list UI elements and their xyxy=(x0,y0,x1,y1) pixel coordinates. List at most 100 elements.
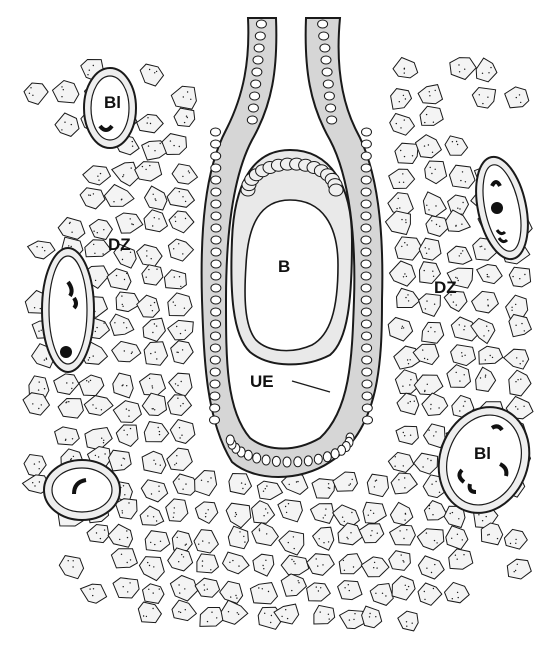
stromal-cell xyxy=(112,162,139,186)
stromal-cell xyxy=(24,455,46,477)
epithelial-nucleus xyxy=(361,284,371,292)
stromal-cell xyxy=(370,584,393,606)
stromal-cell xyxy=(195,578,220,597)
stromal-cell xyxy=(257,481,282,500)
stromal-cell xyxy=(278,500,303,522)
ue-pointer-line xyxy=(292,381,330,392)
stromal-cell xyxy=(450,58,476,80)
stromal-cell xyxy=(168,239,193,261)
stromal-cell xyxy=(162,134,187,155)
stromal-cell xyxy=(195,502,217,524)
stromal-cell xyxy=(55,113,79,136)
stromal-cell xyxy=(108,524,132,547)
epithelial-nucleus xyxy=(253,453,261,463)
epithelial-nucleus xyxy=(210,416,220,424)
epithelial-nucleus xyxy=(211,212,221,220)
stromal-cell xyxy=(390,261,416,286)
stromal-cell xyxy=(414,375,443,395)
stromal-cell xyxy=(144,342,168,365)
uterine-epithelium-label: UE xyxy=(250,373,274,390)
stromal-cell xyxy=(424,501,447,520)
stromal-cell xyxy=(109,450,132,471)
stromal-cell xyxy=(390,502,412,524)
epithelial-nucleus xyxy=(247,116,257,124)
epithelial-nucleus xyxy=(250,92,260,100)
epithelial-nucleus xyxy=(362,344,372,352)
epithelial-nucleus xyxy=(362,404,372,412)
stromal-cell xyxy=(110,314,134,335)
stromal-cell xyxy=(145,186,168,210)
stromal-cell xyxy=(171,341,194,364)
blood-vessel-label-bottom: Bl xyxy=(474,445,491,462)
stromal-cell xyxy=(141,480,167,502)
stromal-cell xyxy=(195,471,217,496)
stromal-cell xyxy=(397,288,420,307)
stromal-cell xyxy=(166,499,188,522)
stromal-cell xyxy=(226,503,251,528)
epithelial-nucleus xyxy=(361,212,371,220)
stromal-cell xyxy=(509,315,532,337)
stromal-cell xyxy=(144,210,168,232)
stromal-cell xyxy=(386,211,411,235)
stromal-cell xyxy=(447,365,471,388)
stromal-cell xyxy=(361,557,389,577)
stromal-cell xyxy=(139,557,164,581)
epithelial-nucleus xyxy=(211,272,221,280)
stromal-cell xyxy=(111,549,137,568)
stromal-cell xyxy=(391,89,412,110)
stromal-cell xyxy=(414,453,438,474)
epithelial-nucleus xyxy=(362,380,372,388)
stromal-cell xyxy=(388,318,412,342)
stromal-cell xyxy=(138,602,161,623)
stromal-cell xyxy=(53,81,79,103)
stromal-cell xyxy=(140,506,164,525)
epithelial-nucleus xyxy=(361,308,371,316)
stromal-cell xyxy=(170,576,197,602)
stromal-cell xyxy=(393,58,418,78)
stromal-cell xyxy=(83,166,111,185)
stromal-cell xyxy=(389,169,415,188)
stromal-cell xyxy=(281,555,309,575)
stromal-cell xyxy=(24,83,48,104)
stromal-cell xyxy=(281,574,306,596)
epithelial-nucleus xyxy=(251,80,261,88)
stromal-cell xyxy=(172,531,192,551)
epithelial-nucleus xyxy=(326,104,336,112)
stromal-cell xyxy=(445,136,468,155)
stromal-cell xyxy=(477,265,503,284)
stromal-cell xyxy=(446,210,471,232)
epithelial-nucleus xyxy=(211,260,221,268)
stromal-cell xyxy=(279,531,304,555)
stromal-cell xyxy=(391,473,417,494)
stromal-cell xyxy=(397,393,419,414)
epithelial-nucleus xyxy=(248,104,258,112)
stromal-cell xyxy=(313,527,334,550)
stromal-cell xyxy=(81,584,107,603)
stromal-cell xyxy=(422,322,444,343)
epithelial-nucleus xyxy=(210,356,220,364)
blood-vessel-left-middle xyxy=(42,248,94,372)
stromal-cell xyxy=(58,399,83,419)
epithelial-nucleus xyxy=(331,449,339,459)
epithelial-nucleus xyxy=(304,456,312,466)
epithelial-nucleus xyxy=(361,140,371,148)
epithelial-nucleus xyxy=(361,224,371,232)
epithelial-nucleus xyxy=(361,236,371,244)
epithelial-nucleus xyxy=(211,248,221,256)
stromal-cell xyxy=(395,370,418,394)
stromal-cell xyxy=(113,578,139,598)
stromal-cell xyxy=(54,374,79,395)
stromal-cell xyxy=(367,474,388,496)
stromal-cell xyxy=(197,554,219,573)
stromal-cell xyxy=(140,374,166,395)
stromal-cell xyxy=(312,479,335,499)
stromal-cell xyxy=(172,164,197,184)
stromal-cell xyxy=(307,554,335,576)
stromal-cell xyxy=(144,422,168,442)
epithelial-nucleus xyxy=(210,392,220,400)
stromal-cell xyxy=(417,529,444,550)
stromal-cell xyxy=(145,531,170,552)
stromal-cell xyxy=(396,426,418,444)
stromal-cell xyxy=(448,195,469,214)
